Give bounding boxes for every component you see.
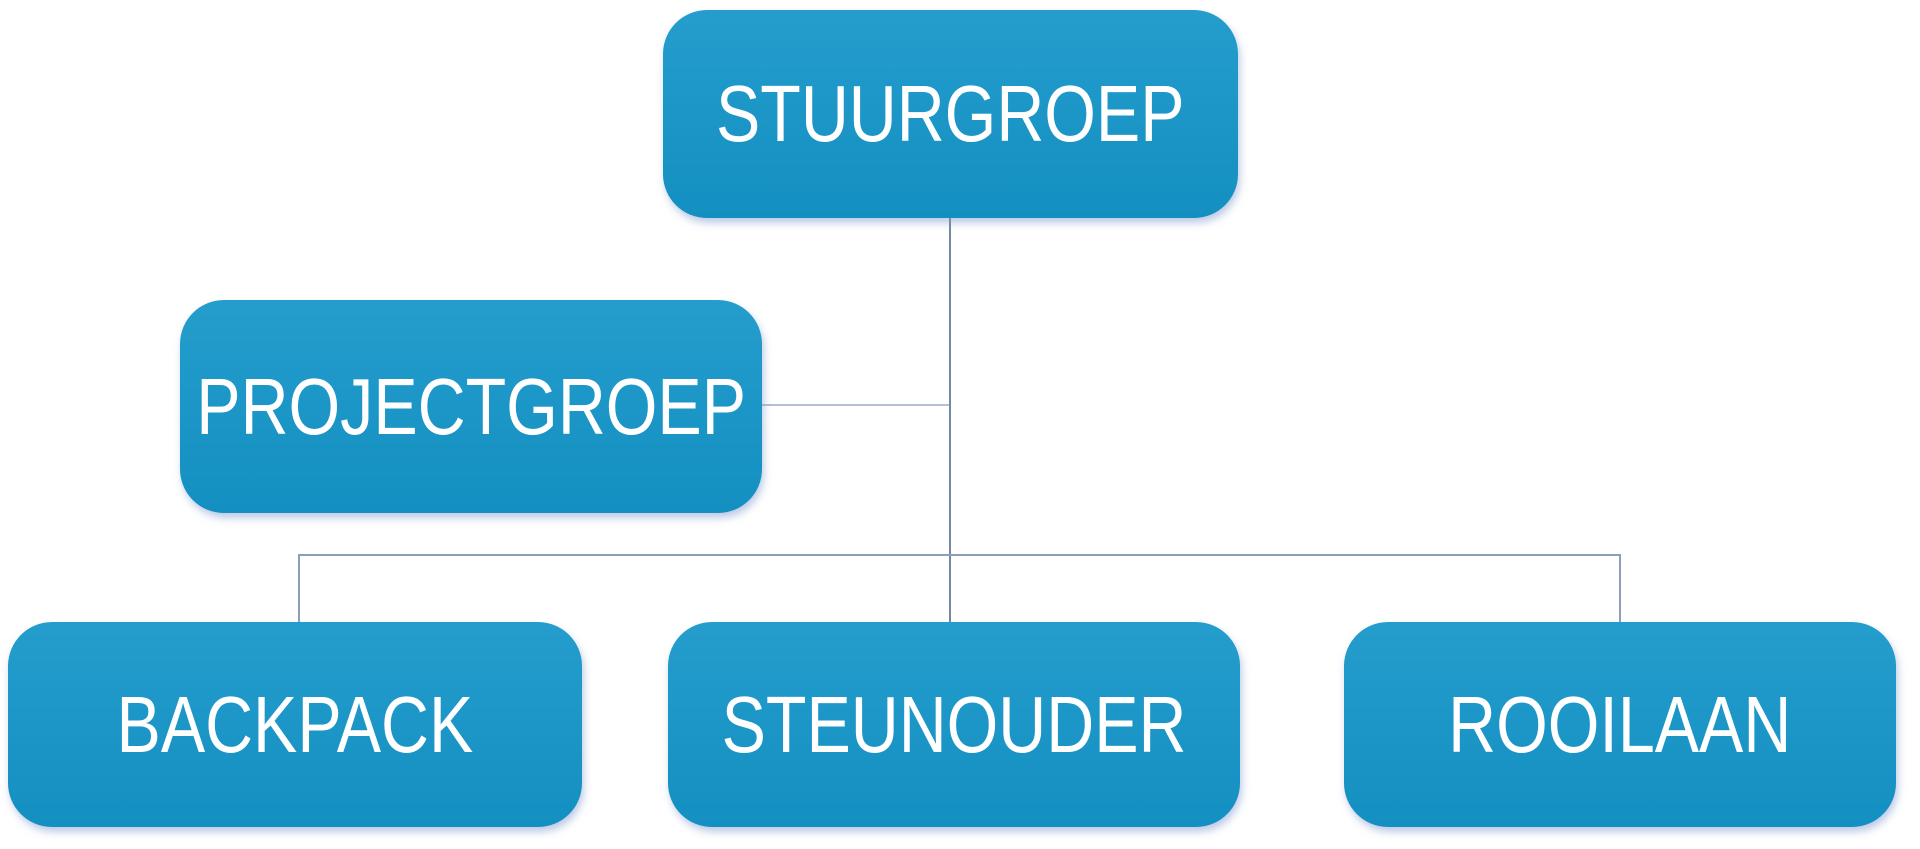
node-rooilaan: ROOILAAN: [1344, 622, 1896, 827]
node-backpack-label: BACKPACK: [116, 679, 474, 769]
node-steunouder: STEUNOUDER: [668, 622, 1240, 827]
connector-backpack-drop: [298, 554, 300, 622]
node-projectgroep: PROJECTGROEP: [180, 300, 762, 513]
node-rooilaan-label: ROOILAAN: [1448, 679, 1792, 769]
node-stuurgroep-label: STUURGROEP: [716, 69, 1185, 158]
connector-projectgroep-link: [762, 404, 949, 406]
connector-rooilaan-drop: [1619, 554, 1621, 622]
connector-children-rail: [298, 554, 1621, 556]
node-steunouder-label: STEUNOUDER: [721, 679, 1187, 769]
node-backpack: BACKPACK: [8, 622, 582, 827]
connector-stuurgroep-trunk: [949, 218, 951, 622]
node-stuurgroep: STUURGROEP: [663, 10, 1238, 218]
node-projectgroep-label: PROJECTGROEP: [196, 361, 746, 451]
